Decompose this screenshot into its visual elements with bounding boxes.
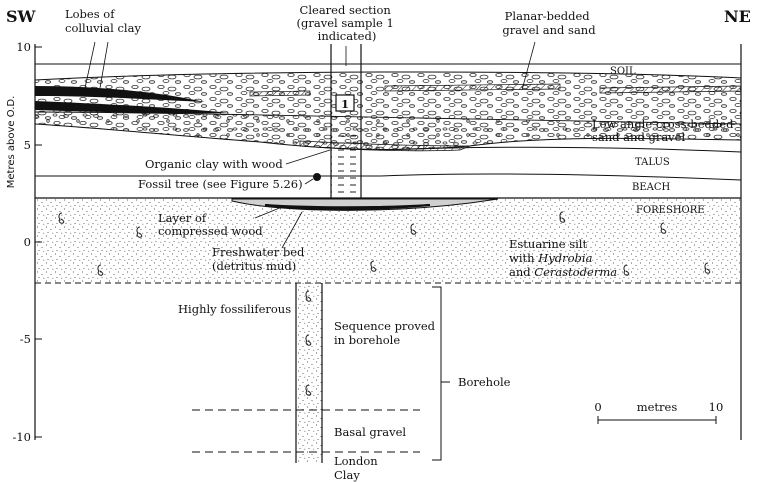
basal-gravel-label: Basal gravel — [334, 425, 406, 439]
low-angle-label: Low angle cross-bedded sand and gravel — [592, 117, 737, 144]
freshwater-bed-leader — [281, 211, 303, 249]
lobes-leader-1 — [84, 41, 96, 89]
borehole-bracket — [432, 286, 442, 461]
talus-label: TALUS — [635, 157, 670, 168]
compressed-wood-layer — [264, 204, 431, 211]
scale-start-label: 0 — [594, 400, 601, 414]
fossil-tree-label: Fossil tree (see Figure 5.26) — [138, 177, 303, 191]
gravel-internal-line — [34, 111, 742, 125]
gravel-sample-number: 1 — [341, 97, 349, 111]
highly-fossiliferous-label: Highly fossiliferous — [178, 302, 291, 316]
foreshore-label: FORESHORE — [636, 205, 705, 216]
fossil-tree-marker — [313, 173, 321, 181]
beach-label: BEACH — [632, 182, 671, 193]
axis-tick-label: 0 — [24, 235, 31, 249]
organic-clay-leader — [285, 149, 331, 165]
organic-clay-label: Organic clay with wood — [145, 157, 283, 171]
estuarine-silt-label: Estuarine silt with Hydrobia and Cerasto… — [509, 237, 617, 279]
fossil-tree-leader — [304, 178, 314, 185]
axis-tick-label: 10 — [16, 40, 31, 54]
soil-label: SOIL — [610, 66, 636, 77]
cleared-section-column — [331, 130, 361, 198]
freshwater-bed-label: Freshwater bed (detritus mud) — [212, 245, 308, 273]
corner-label-sw: SW — [6, 7, 37, 26]
sequence-proved-label: Sequence proved in borehole — [334, 319, 439, 347]
scale-unit-label: metres — [637, 400, 678, 414]
gravel-sample-box — [335, 94, 355, 112]
planar-bed-band-1 — [384, 83, 561, 92]
planar-bedded-leader — [521, 41, 536, 91]
lobes-leader-2 — [99, 41, 109, 89]
compressed-wood-leader — [254, 206, 283, 219]
axis-tick-label: -5 — [20, 332, 31, 346]
lobes-label: Lobes of colluvial clay — [65, 7, 141, 35]
planar-bedded-label: Planar-bedded gravel and sand — [502, 9, 596, 37]
gravel-top-line — [34, 71, 742, 81]
axis-title: Metres above O.D. — [6, 96, 17, 189]
beach-top-line — [35, 173, 742, 181]
estuarine-silt-unit — [35, 198, 741, 283]
planar-bed-band-3 — [249, 90, 311, 97]
cleared-section-label: Cleared section (gravel sample 1 indicat… — [297, 3, 398, 43]
london-clay-label: London Clay — [334, 454, 381, 482]
axis-tick-label: -10 — [12, 430, 31, 444]
borehole-column — [296, 283, 322, 463]
low-angle-gravel-band — [35, 112, 741, 150]
axis-tick-label: 5 — [24, 138, 31, 152]
corner-label-ne: NE — [724, 7, 751, 26]
colluvial-clay-lobe-lower — [35, 101, 230, 114]
compressed-wood-label: Layer of compressed wood — [158, 211, 263, 238]
scale-end-label: 10 — [709, 400, 724, 414]
borehole-label: Borehole — [458, 375, 511, 389]
colluvial-clay-lobe-upper — [35, 86, 205, 102]
